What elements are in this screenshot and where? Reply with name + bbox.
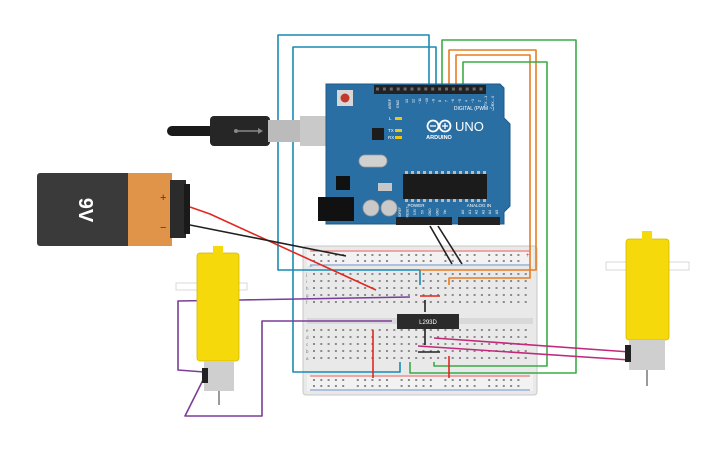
arduino-model: UNO <box>455 119 484 134</box>
wire-black-battery[interactable] <box>189 224 347 257</box>
power-pin-label: GND <box>436 208 440 216</box>
led-l-label: L <box>389 116 392 121</box>
battery-label: 9V <box>74 198 96 223</box>
aref-label: AREF <box>388 98 392 109</box>
row-letter: b <box>306 349 309 354</box>
wire-blue-2[interactable] <box>292 46 437 373</box>
digital-pin-label: ~3 <box>471 99 475 103</box>
row-letter: i <box>306 279 307 284</box>
atmega-chip <box>403 174 487 199</box>
battery-minus-label: − <box>160 222 166 234</box>
digital-pin-label: RX←0 <box>491 96 495 107</box>
analog-label: ANALOG IN <box>467 203 492 208</box>
rail-minus-label: − <box>309 264 313 270</box>
led-tx-label: TX <box>388 128 394 133</box>
motor-left[interactable] <box>175 246 248 405</box>
row-letter: f <box>306 300 308 305</box>
wire-orange-1[interactable] <box>420 49 537 271</box>
row-letter: a <box>306 356 309 361</box>
wire-black-2[interactable] <box>429 225 453 265</box>
power-pin-label: GND <box>428 208 432 216</box>
rail-plus-label: + <box>526 253 530 259</box>
digital-pin-label: 7 <box>445 100 449 102</box>
digital-pin-label: ~9 <box>431 99 435 103</box>
gnd-label: GND <box>396 100 400 109</box>
wire-magenta-2[interactable] <box>417 345 631 361</box>
wire-red-battery[interactable] <box>189 206 377 291</box>
usb-cable[interactable] <box>167 116 328 146</box>
row-letter: c <box>306 342 309 347</box>
wire-purple-1[interactable] <box>177 296 411 373</box>
analog-pin-label: A0 <box>461 210 465 214</box>
arduino-logo-icon <box>426 119 452 133</box>
driver-chip-label: L293D <box>419 320 437 326</box>
arduino-brand: ARDUINO <box>426 135 452 141</box>
analog-pin-label: A3 <box>481 210 485 214</box>
power-pin-label: 5V <box>421 209 425 214</box>
digital-pin-label: ~5 <box>458 99 462 103</box>
row-letter: d <box>306 335 309 340</box>
power-pin-label: IOREF <box>398 207 402 217</box>
row-letter: e <box>306 328 309 333</box>
row-letter: j <box>305 272 307 277</box>
digital-pin-label: 2 <box>478 100 482 102</box>
analog-pin-label: A1 <box>468 210 472 214</box>
digital-pin-label: 8 <box>438 100 442 102</box>
wire-purple-2[interactable] <box>184 320 392 417</box>
digital-pin-label: TX→1 <box>484 96 488 106</box>
digital-label: DIGITAL (PWM ~) <box>454 106 494 112</box>
analog-pin-label: A4 <box>488 210 492 214</box>
power-pin-label: 3.3V <box>413 208 417 215</box>
digital-pin-label: 12 <box>412 99 416 103</box>
analog-pin-label: A5 <box>495 210 499 214</box>
battery-plus-label: + <box>160 192 166 204</box>
wires <box>177 34 631 417</box>
power-label: POWER <box>407 203 425 208</box>
row-letter: g <box>306 293 309 298</box>
crystal <box>358 154 388 168</box>
power-pin-label: RESET <box>406 207 410 218</box>
row-letter: h <box>306 286 309 291</box>
wire-blue-1[interactable] <box>277 34 430 285</box>
usb-icon <box>234 128 263 134</box>
l293d-driver[interactable]: L293D <box>397 314 459 329</box>
digital-pin-label: ~11 <box>418 98 422 104</box>
digital-pin-label: ~10 <box>425 98 429 104</box>
digital-pin-label: 4 <box>464 100 468 102</box>
digital-pin-label: 13 <box>405 99 409 103</box>
analog-pin-label: A2 <box>475 210 479 214</box>
wire-magenta-1[interactable] <box>433 337 631 353</box>
power-jack[interactable] <box>318 197 354 221</box>
battery-9v[interactable]: 9V + − <box>37 173 190 246</box>
power-pin-label: Vin <box>443 210 447 215</box>
led-rx-label: RX <box>388 135 394 140</box>
motor-right[interactable] <box>605 231 690 386</box>
wire-black-1[interactable] <box>437 225 463 265</box>
wire-green-1[interactable] <box>409 39 577 374</box>
digital-header <box>376 87 483 91</box>
wire-green-2[interactable] <box>433 61 548 367</box>
digital-pin-label: ~6 <box>451 99 455 103</box>
wire-orange-2[interactable] <box>448 54 531 285</box>
